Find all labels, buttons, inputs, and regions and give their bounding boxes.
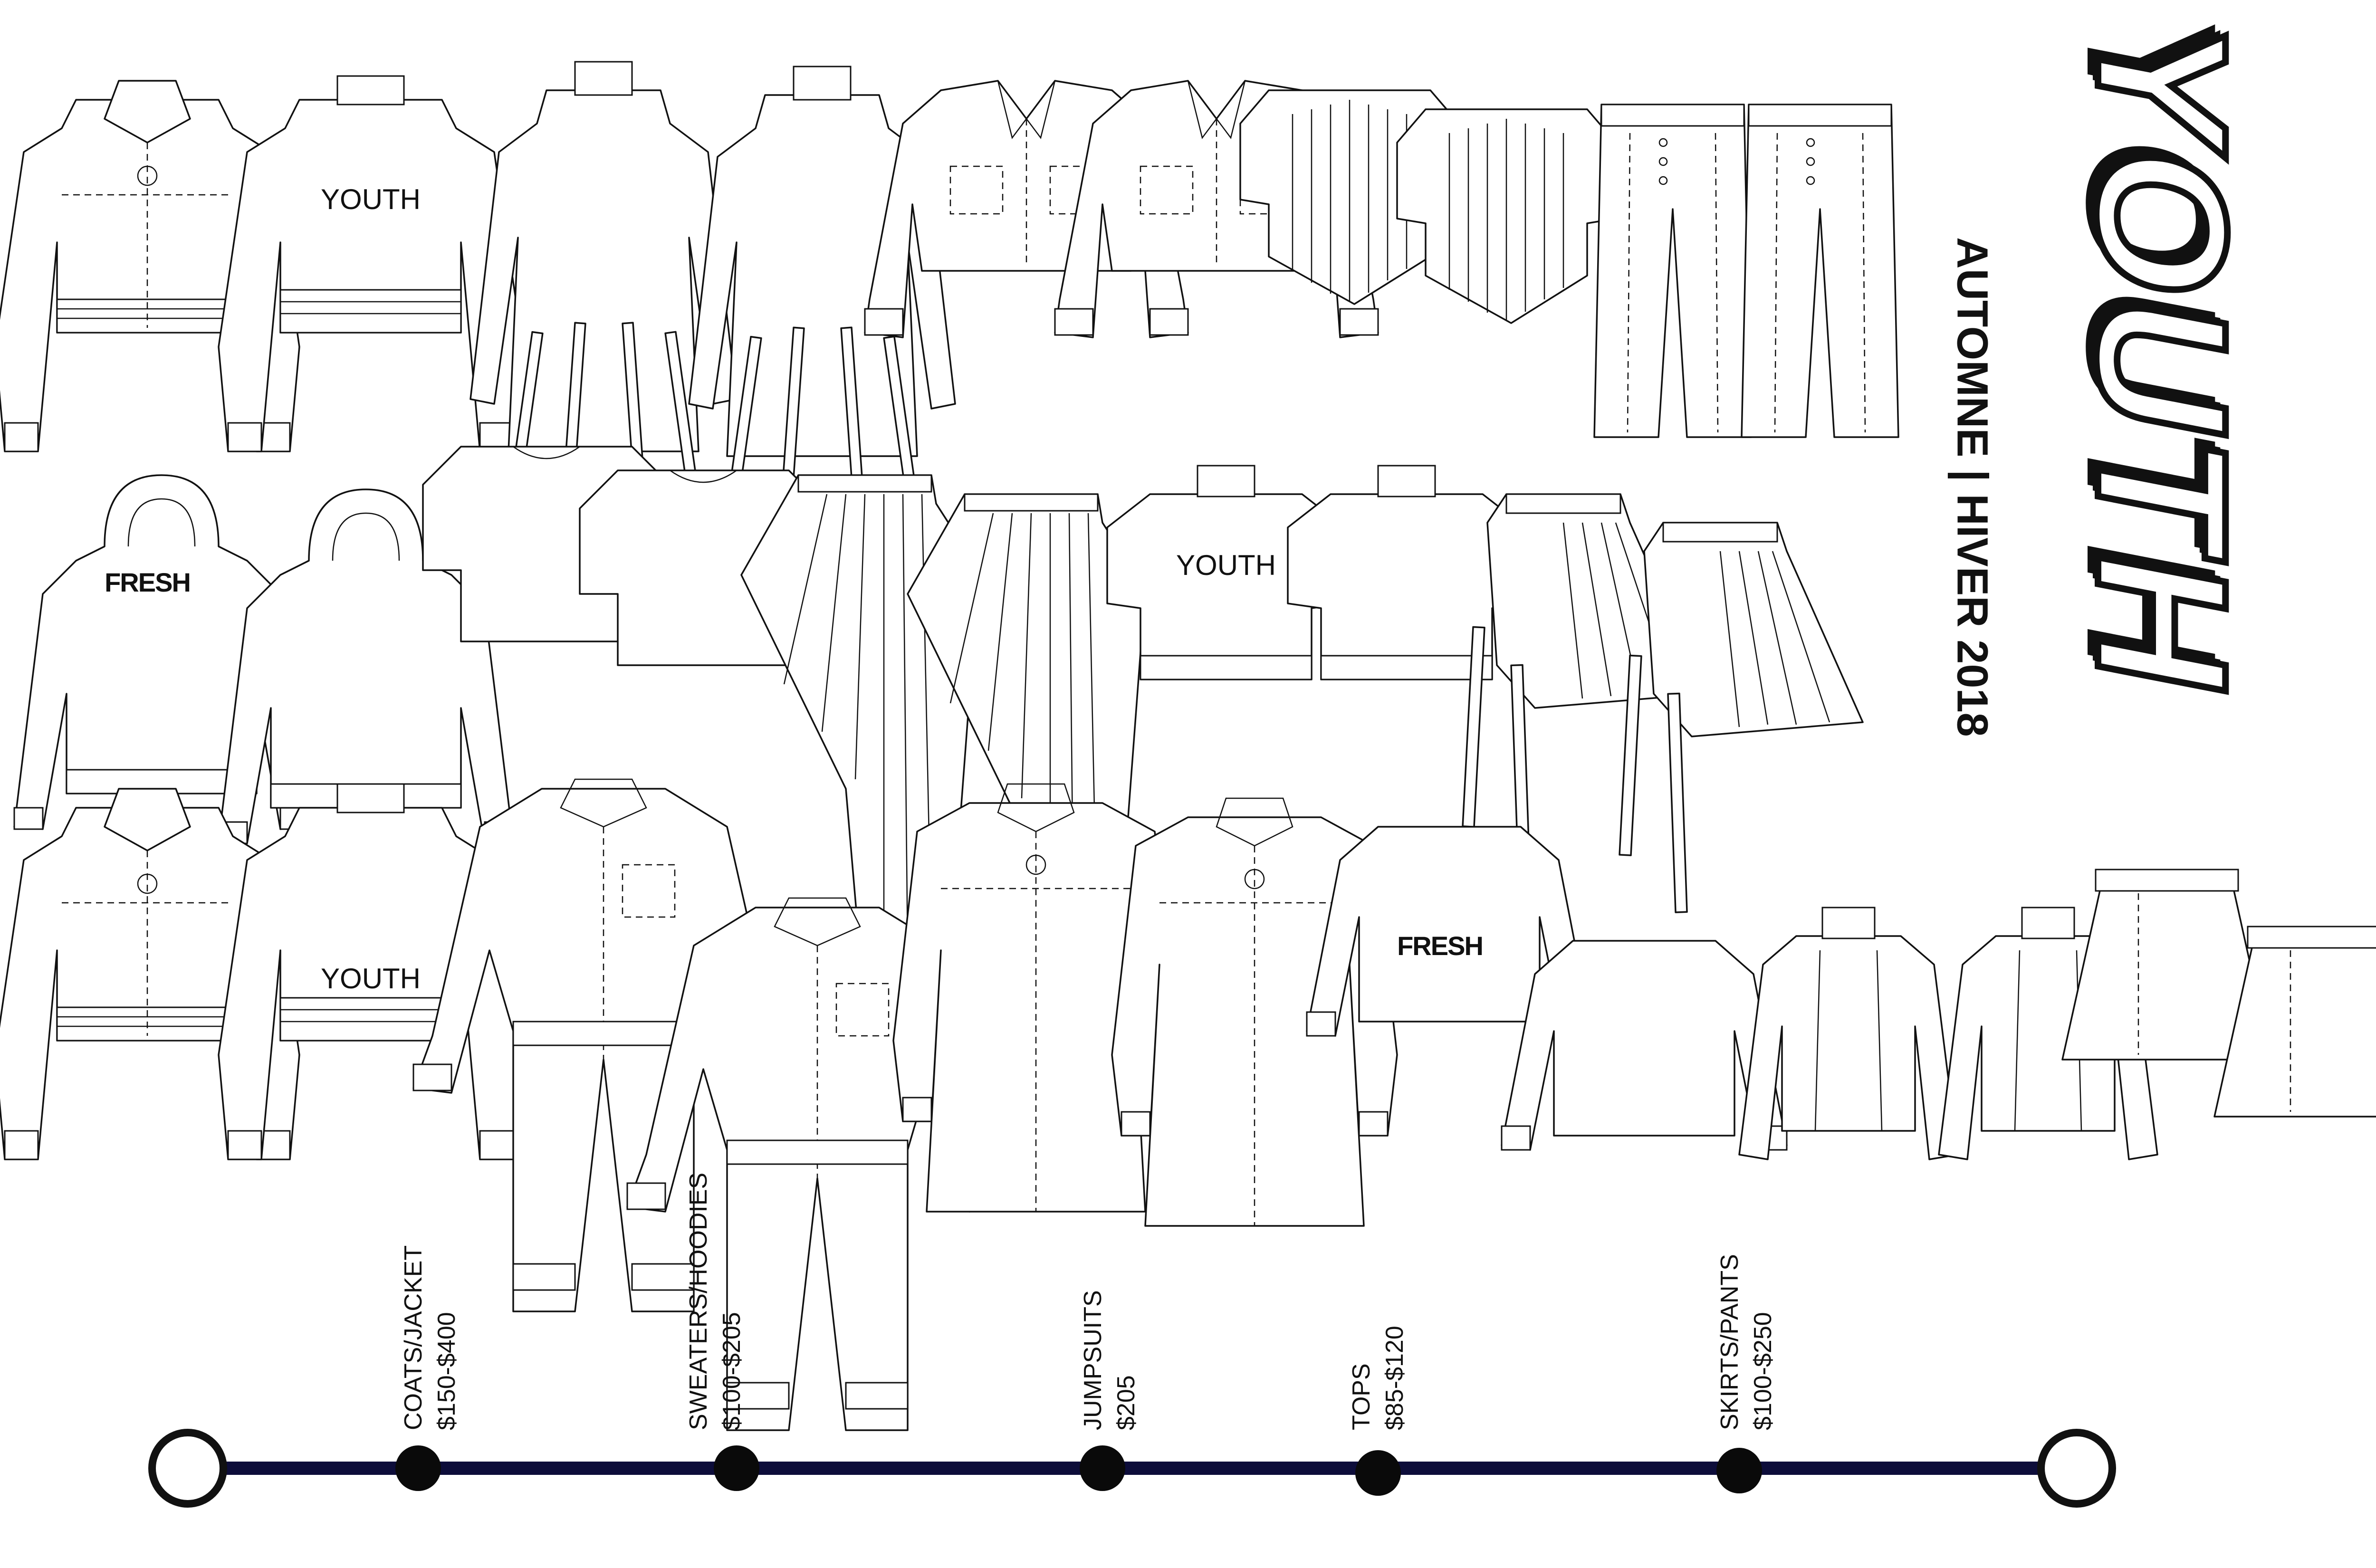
youth-logo: YOUTH [2043,17,2281,696]
category-name: JUMPSUITS [1079,1290,1107,1430]
timeline-label-coats: COATS/JACKET $150-$400 [397,1183,463,1430]
youth-print: YOUTH [321,183,421,215]
category-price: $85-$120 [1381,1326,1408,1430]
category-name: TOPS [1348,1363,1375,1430]
season-title: AUTOMNE | HIVER 2018 [1948,237,1997,737]
category-name: COATS/JACKET [400,1245,427,1430]
trousers-back [1741,104,1899,438]
crop-turtleneck-front [1738,907,1959,1160]
youth-print-knit: YOUTH [1176,549,1276,581]
category-name: SWEATERS/HOODIES [685,1172,712,1430]
fresh-print: FRESH [105,567,190,597]
category-name: SKIRTS/PANTS [1716,1254,1744,1430]
timeline-label-skirts: SKIRTS/PANTS $100-$250 [1713,1183,1780,1430]
category-price: $205 [1112,1375,1140,1430]
logo-wordmark: YOUTH [2055,17,2269,696]
category-price: $100-$205 [718,1312,746,1430]
timeline-label-tops: TOPS $85-$120 [1345,1183,1411,1430]
strap-mini-skirt-back [1619,522,1864,913]
category-price: $150-$400 [433,1312,460,1430]
timeline-label-sweaters: SWEATERS/HOODIES $100-$205 [682,1172,748,1430]
pleated-top-back [1396,108,1617,324]
trousers-front [1593,104,1752,438]
youth-print-2: YOUTH [321,963,421,994]
fresh-print-2: FRESH [1397,931,1483,961]
category-price: $100-$250 [1749,1312,1777,1430]
timeline-label-jumpsuits: JUMPSUITS $205 [1076,1183,1143,1430]
knit-tee-back [1287,465,1526,680]
